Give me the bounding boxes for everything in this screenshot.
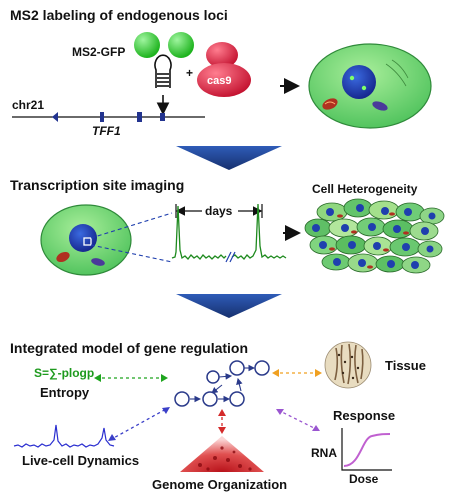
tff1-gene-label: TFF1 <box>92 124 121 138</box>
panel3-title: Integrated model of gene regulation <box>10 340 248 356</box>
response-label: Response <box>333 408 395 423</box>
chr21-locus <box>12 112 205 122</box>
panel1-title: MS2 labeling of endogenous loci <box>10 7 228 23</box>
tissue-micrograph <box>324 341 372 389</box>
rna-label: RNA <box>311 446 337 460</box>
cell-population-nuclei <box>312 204 436 269</box>
time-break-mark <box>225 251 236 263</box>
dynamics-connector <box>108 407 170 441</box>
dose-response-plot <box>341 428 392 471</box>
labeled-cell-illustration <box>308 43 432 129</box>
ms2-gfp-label: MS2-GFP <box>72 45 125 59</box>
days-bracket <box>175 204 263 218</box>
flow-chevron-2 <box>176 294 282 318</box>
entropy-formula: S=∑-plogp <box>34 366 94 380</box>
cell-population-mitochondria <box>329 212 409 269</box>
dose-label: Dose <box>349 472 379 486</box>
entropy-label: Entropy <box>40 385 90 400</box>
tissue-label: Tissue <box>385 358 426 373</box>
tissue-connector <box>272 369 322 377</box>
hic-contact-map <box>180 436 264 472</box>
response-connector <box>276 409 320 431</box>
cell-population-illustration <box>304 198 445 274</box>
live-cell-trace <box>13 424 115 448</box>
cas9-label: cas9 <box>207 75 231 87</box>
chr21-label: chr21 <box>12 98 44 112</box>
zoom-lines <box>90 212 173 263</box>
entropy-connector <box>94 374 168 382</box>
ms2-hairpin-icon <box>154 54 172 88</box>
imaging-cell-illustration <box>40 204 132 276</box>
transcription-trace <box>171 203 287 260</box>
live-cell-dynamics-label: Live-cell Dynamics <box>22 453 139 468</box>
cas9-protein-icon <box>197 42 251 97</box>
genome-connector <box>218 409 226 434</box>
ms2-gfp-protein-icon <box>134 32 194 58</box>
genome-organization-label: Genome Organization <box>152 477 287 492</box>
plus-sign: + <box>186 66 193 80</box>
days-label: days <box>205 204 233 218</box>
panel2-title: Transcription site imaging <box>10 177 184 193</box>
flow-chevron-1 <box>176 146 282 170</box>
gene-network-diagram <box>174 360 270 407</box>
cell-heterogeneity-label: Cell Heterogeneity <box>312 182 418 196</box>
